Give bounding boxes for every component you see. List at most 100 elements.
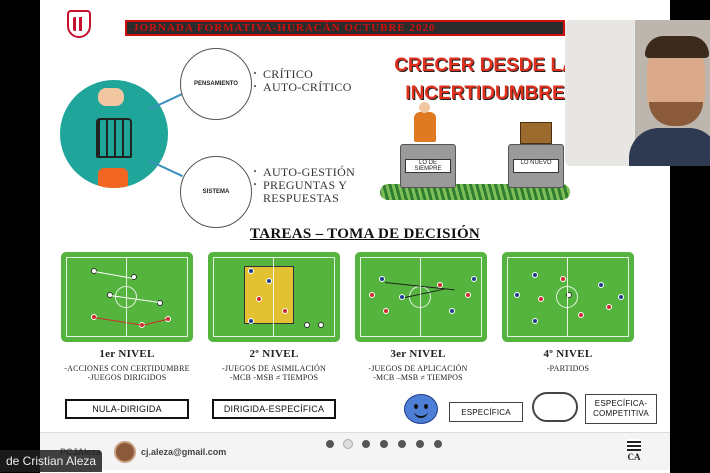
slide-pagination (326, 440, 442, 448)
list-item: AUTO-CRÍTICO (253, 80, 352, 94)
club-crest-icon (67, 10, 91, 38)
pitch-diagram-2 (208, 252, 340, 342)
smiley-icon (404, 394, 438, 424)
pitch-diagram-3 (355, 252, 487, 342)
player-dot (282, 308, 288, 314)
level-line: -JUEGOS DIRIGIDOS (87, 373, 167, 382)
ca-logo-bars (627, 439, 641, 451)
headline-line-2: INCERTIDUMBRE (405, 83, 565, 104)
slide-dot[interactable] (326, 440, 334, 448)
player-dot (318, 322, 324, 328)
player-dot (538, 296, 544, 302)
player-dot (471, 276, 477, 282)
list-item: PREGUNTAS Y RESPUESTAS (253, 178, 383, 205)
slide-headline: CRECER DESDE LA INCERTIDUMBRE (385, 52, 585, 108)
player-dot (248, 318, 254, 324)
centre-circle (556, 286, 578, 308)
level-title: 1er NIVEL (99, 348, 155, 360)
cloud-icon (532, 392, 578, 422)
player-dot (248, 268, 254, 274)
slide-dot[interactable] (434, 440, 442, 448)
player-dot (560, 276, 566, 282)
pensamiento-list: CRÍTICO AUTO-CRÍTICO (253, 67, 352, 94)
slide-dot-active[interactable] (344, 440, 352, 448)
slide-footer: PCJAleza cj.aleza@gmail.com CA (40, 432, 670, 470)
footer-email: cj.aleza@gmail.com (141, 447, 227, 457)
player-dot (532, 272, 538, 278)
sistema-list: AUTO-GESTIÓN PREGUNTAS Y RESPUESTAS (253, 165, 383, 205)
pedestal-label-left: LO DE SIEMPRE (405, 159, 451, 173)
level-1: 1er NIVEL -ACCIONES CON CERTIDUMBRE -JUE… (61, 348, 193, 382)
level-title: 2º NIVEL (249, 348, 299, 360)
player-dot (379, 276, 385, 282)
slide-dot[interactable] (398, 440, 406, 448)
level-4: 4º NIVEL -PARTIDOS (502, 348, 634, 373)
treasure-box-icon (520, 122, 552, 144)
level-4-tag: ESPECÍFICA-COMPETITIVA (585, 394, 657, 424)
level-line: -MCB -MSB ≠ TIEMPOS (229, 373, 319, 382)
list-item: AUTO-GESTIÓN (253, 165, 383, 179)
slide-dot[interactable] (362, 440, 370, 448)
participant-video-tile[interactable] (565, 20, 710, 166)
pitch-diagram-1 (61, 252, 193, 342)
player-dot (383, 308, 389, 314)
level-3: 3er NIVEL -JUEGOS DE APLICACIÓN -MCB –MS… (352, 348, 484, 382)
player-dot (399, 294, 405, 300)
level-line: -JUEGOS DE APLICACIÓN (368, 364, 468, 373)
node-pensamiento: PENSAMIENTO (180, 48, 252, 120)
hand-icon (98, 88, 124, 106)
player-dot (514, 292, 520, 298)
play-zone (244, 266, 294, 324)
player-dot (618, 294, 624, 300)
player-dot (369, 292, 375, 298)
slide-dot[interactable] (416, 440, 424, 448)
player-dot (449, 308, 455, 314)
player-dot (266, 278, 272, 284)
pedestal-left: LO DE SIEMPRE (400, 144, 456, 188)
player-dot (91, 268, 97, 274)
comfort-zone-cartoon: LO DE SIEMPRE LO NUEVO (380, 102, 570, 200)
pedestal-right: LO NUEVO (508, 144, 564, 188)
pedestal-label-right: LO NUEVO (513, 159, 559, 173)
level-title: 3er NIVEL (390, 348, 446, 360)
arm-icon (98, 168, 128, 188)
section-title: TAREAS – TOMA DE DECISIÓN (250, 226, 481, 242)
headline-line-1: CRECER DESDE LA (394, 55, 576, 76)
centre-circle (409, 286, 431, 308)
list-item: CRÍTICO (253, 67, 352, 81)
level-2-tag: DIRIGIDA-ESPECÍFICA (212, 399, 336, 419)
player-dot (157, 300, 163, 306)
participant-name-label: de Cristian Aleza (0, 450, 103, 472)
level-line: -MCB –MSB ≠ TIEMPOS (373, 373, 463, 382)
grass-decoration (380, 184, 570, 200)
pass-arrow (93, 271, 134, 279)
pass-arrow (93, 317, 142, 326)
player-dot (91, 314, 97, 320)
level-title: 4º NIVEL (543, 348, 593, 360)
ca-logo-text: CA (627, 452, 641, 462)
pitch-diagram-4 (502, 252, 634, 342)
level-line: -JUEGOS DE ASIMILACIÓN (222, 364, 326, 373)
player-dot (598, 282, 604, 288)
slide-dot[interactable] (380, 440, 388, 448)
participant-shirt (629, 128, 710, 166)
player-dot (256, 296, 262, 302)
player-dot (304, 322, 310, 328)
slide-banner: JORNADA FORMATIVA-HURACÁN OCTUBRE 2020 (125, 20, 565, 36)
level-1-tag: NULA-DIRIGIDA (65, 399, 189, 419)
level-line: -PARTIDOS (546, 364, 590, 373)
ball-dot (566, 292, 572, 298)
cage-icon (96, 118, 132, 158)
level-line: -ACCIONES CON CERTIDUMBRE (64, 364, 190, 373)
cage-illustration (60, 80, 168, 188)
participant-hair (645, 36, 709, 58)
level-3-tag: ESPECÍFICA (449, 402, 523, 422)
player-dot (107, 292, 113, 298)
person-icon (414, 102, 436, 142)
player-dot (606, 304, 612, 310)
player-dot (532, 318, 538, 324)
node-sistema: SISTEMA (180, 156, 252, 228)
ca-logo-icon: CA (624, 439, 644, 465)
level-2: 2º NIVEL -JUEGOS DE ASIMILACIÓN -MCB -MS… (208, 348, 340, 382)
